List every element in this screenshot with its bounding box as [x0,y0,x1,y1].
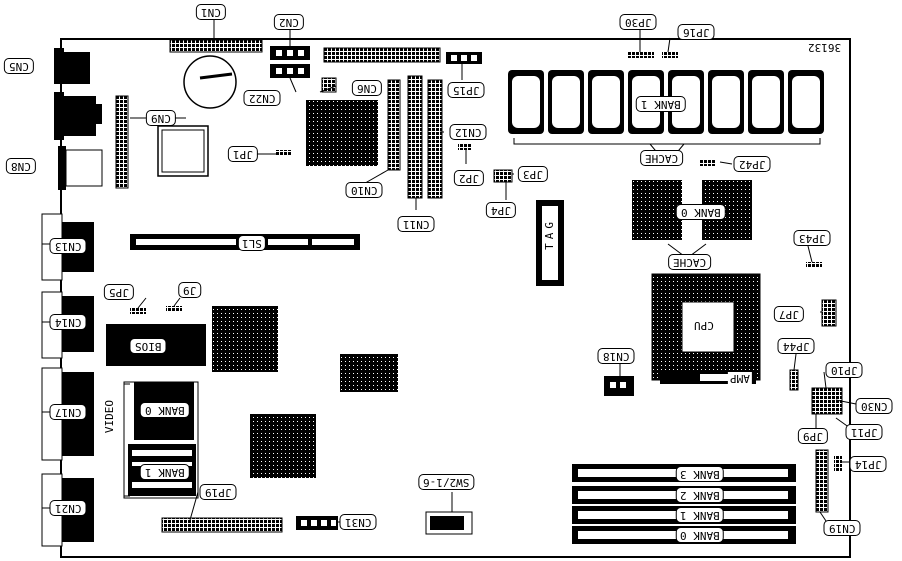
label-bank1-cache: BANK 1 [636,96,686,112]
label-jp2: JP2 [454,170,484,186]
label-sl1: SL1 [238,235,266,251]
label-jp3: JP3 [518,166,548,182]
jp7-pins [821,299,837,327]
jp5-pins [130,308,146,314]
video-bracket [123,383,130,497]
label-cn13: CN13 [50,238,87,254]
label-j9: J9 [178,282,202,298]
label-cn5: CN5 [4,58,34,74]
label-bios: BIOS [130,338,167,354]
label-tag: TAG [543,218,556,250]
label-jp44: JP44 [778,338,815,354]
label-cn14: CN14 [50,314,87,330]
label-simm-bank1: BANK 1 [676,507,724,523]
label-jp5: JP5 [104,284,134,300]
jp44-pins [789,369,799,391]
label-simm-bank2: BANK 2 [676,487,724,503]
label-jp19: JP19 [200,484,237,500]
label-cn6: CN6 [352,80,382,96]
chip-mid-left [212,306,278,372]
label-bank1-video: BANK 1 [140,464,190,480]
jp3-pins [493,169,513,183]
label-bank0-video: BANK 0 [140,402,190,418]
label-cn8: CN8 [6,158,36,174]
label-cn2: CN2 [274,14,304,30]
label-cn31: CN31 [340,514,377,530]
label-cn22: CN22 [244,90,281,106]
label-cache-top: CACHE [640,150,684,166]
jp9-jp11-cluster [811,387,843,415]
label-bank0-cache: BANK 0 [676,204,726,220]
j9-pins [166,306,182,312]
chip-upper [306,100,378,166]
chip-lower [250,414,316,478]
battery [183,55,237,109]
jp30-pins [628,52,654,58]
label-cn18: CN18 [598,348,635,364]
label-jp30: JP30 [620,14,657,30]
label-cn21: CN21 [50,500,87,516]
jp19-header [161,517,283,533]
port-cn8 [58,146,103,190]
label-jp14: JP14 [850,456,887,472]
label-cn12: CN12 [450,124,487,140]
label-jp4: JP4 [486,202,516,218]
port-cn9-area [54,92,102,140]
cn11-header [407,75,423,199]
label-cn9: CN9 [146,110,176,126]
label-jp42: JP42 [734,156,771,172]
label-jp7: JP7 [774,306,804,322]
cn18-connector [604,376,634,396]
label-jp9: JP9 [798,428,828,444]
cn1-header [169,39,263,53]
cn6-header [321,77,337,93]
label-cn11: CN11 [398,216,435,232]
label-simm-bank3: BANK 3 [676,466,724,482]
label-cn10: CN10 [346,182,383,198]
label-jp43: JP43 [794,230,831,246]
top-header-strip [323,47,441,63]
cache-bank0-chip-a [632,180,682,240]
label-cache-mid: CACHE [668,254,712,270]
label-jp16: JP16 [678,24,715,40]
label-cn19: CN19 [824,520,861,536]
label-simm-bank0: BANK 0 [676,527,724,543]
label-cpu: CPU [694,319,714,332]
label-amp: AMP [728,372,752,385]
label-sw2: SW2/1-6 [418,474,475,490]
jp42-pins [700,160,716,166]
port-cn5 [54,48,90,84]
jp2-pins [458,144,472,150]
cn9-header [115,95,129,189]
cn10-header [387,79,401,171]
cn12-header [427,79,443,199]
label-jp10: JP10 [826,362,863,378]
label-cn1: CN1 [196,4,226,20]
cpu-socket [651,273,761,384]
chip-mid-small [340,354,398,392]
label-cn17: CN17 [50,404,87,420]
label-cn30: CN30 [856,398,893,414]
cache-bank1-chips [508,70,824,134]
label-video: VIDEO [103,400,116,434]
label-jp1: JP1 [228,146,258,162]
board-number: 36132 [808,41,842,54]
cn19-header [815,449,829,513]
chip-square [157,125,209,177]
label-jp11: JP11 [846,424,883,440]
jp1-pins [276,150,292,156]
jp16-pins [662,52,678,58]
jp14-pins [834,456,842,472]
label-jp15: JP15 [448,82,485,98]
jp43-pins [806,262,822,268]
